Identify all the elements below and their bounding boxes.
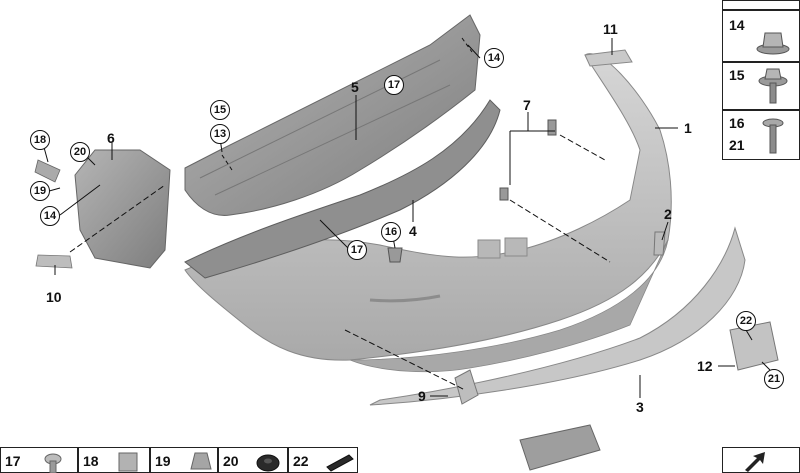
fastener-number: 14 [729, 17, 745, 33]
clip-cell-17: 17 [0, 447, 78, 473]
orientation-arrow-box [722, 447, 800, 473]
energy-absorber [184, 99, 501, 279]
clip-number: 19 [155, 453, 171, 469]
callout-2: 2 [664, 206, 672, 222]
clip-icon [118, 452, 138, 472]
clip-icon [44, 453, 62, 473]
clip-cell-19: 19 [150, 447, 218, 473]
circled-callout-14-left: 14 [40, 206, 60, 226]
circled-callout-17-top: 17 [384, 75, 404, 95]
arrow-icon [745, 452, 765, 472]
circled-callout-22: 22 [736, 311, 756, 331]
callout-9: 9 [418, 388, 426, 404]
fastener-row-16-21: 16 21 [722, 110, 800, 160]
callout-5: 5 [351, 79, 359, 95]
fastener-number: 15 [729, 67, 745, 83]
side-bracket [34, 149, 171, 269]
clip-cell-22: 22 [288, 447, 358, 473]
bolt-washer-icon [758, 68, 788, 104]
nut-icon [756, 32, 790, 55]
clip-number: 18 [83, 453, 99, 469]
circled-callout-19: 19 [30, 181, 50, 201]
fastener-number: 21 [729, 137, 745, 153]
fastener-number: 16 [729, 115, 745, 131]
clip-number: 17 [5, 453, 21, 469]
bumper-trim-panel [184, 53, 672, 373]
callout-11: 11 [603, 21, 618, 37]
callout-1: 1 [684, 120, 692, 136]
callout-3: 3 [636, 399, 644, 415]
callout-6: 6 [107, 130, 115, 146]
circled-callout-14-top: 14 [484, 48, 504, 68]
fastener-row-15: 15 [722, 62, 800, 110]
fastener-table-top-cell [722, 0, 800, 10]
lower-trim-strip [369, 226, 746, 406]
circled-callout-21: 21 [764, 369, 784, 389]
circled-callout-20: 20 [70, 142, 90, 162]
circled-callout-13: 13 [210, 124, 230, 144]
screw-icon [762, 118, 784, 154]
small-parts [387, 49, 779, 471]
foam-pad-icon [326, 454, 354, 472]
circled-callout-17-mid: 17 [347, 240, 367, 260]
callout-4: 4 [409, 223, 417, 239]
fastener-row-14: 14 [722, 10, 800, 62]
circled-callout-16: 16 [381, 222, 401, 242]
clip-number: 22 [293, 453, 309, 469]
callout-12: 12 [697, 358, 713, 374]
circled-callout-18: 18 [30, 130, 50, 150]
clip-number: 20 [223, 453, 239, 469]
callout-10: 10 [46, 289, 62, 305]
grommet-icon [256, 454, 280, 472]
callout-7: 7 [523, 97, 531, 113]
clip-cell-20: 20 [218, 447, 288, 473]
clip-cell-18: 18 [78, 447, 150, 473]
clip-icon [190, 452, 212, 470]
circled-callout-15: 15 [210, 100, 230, 120]
